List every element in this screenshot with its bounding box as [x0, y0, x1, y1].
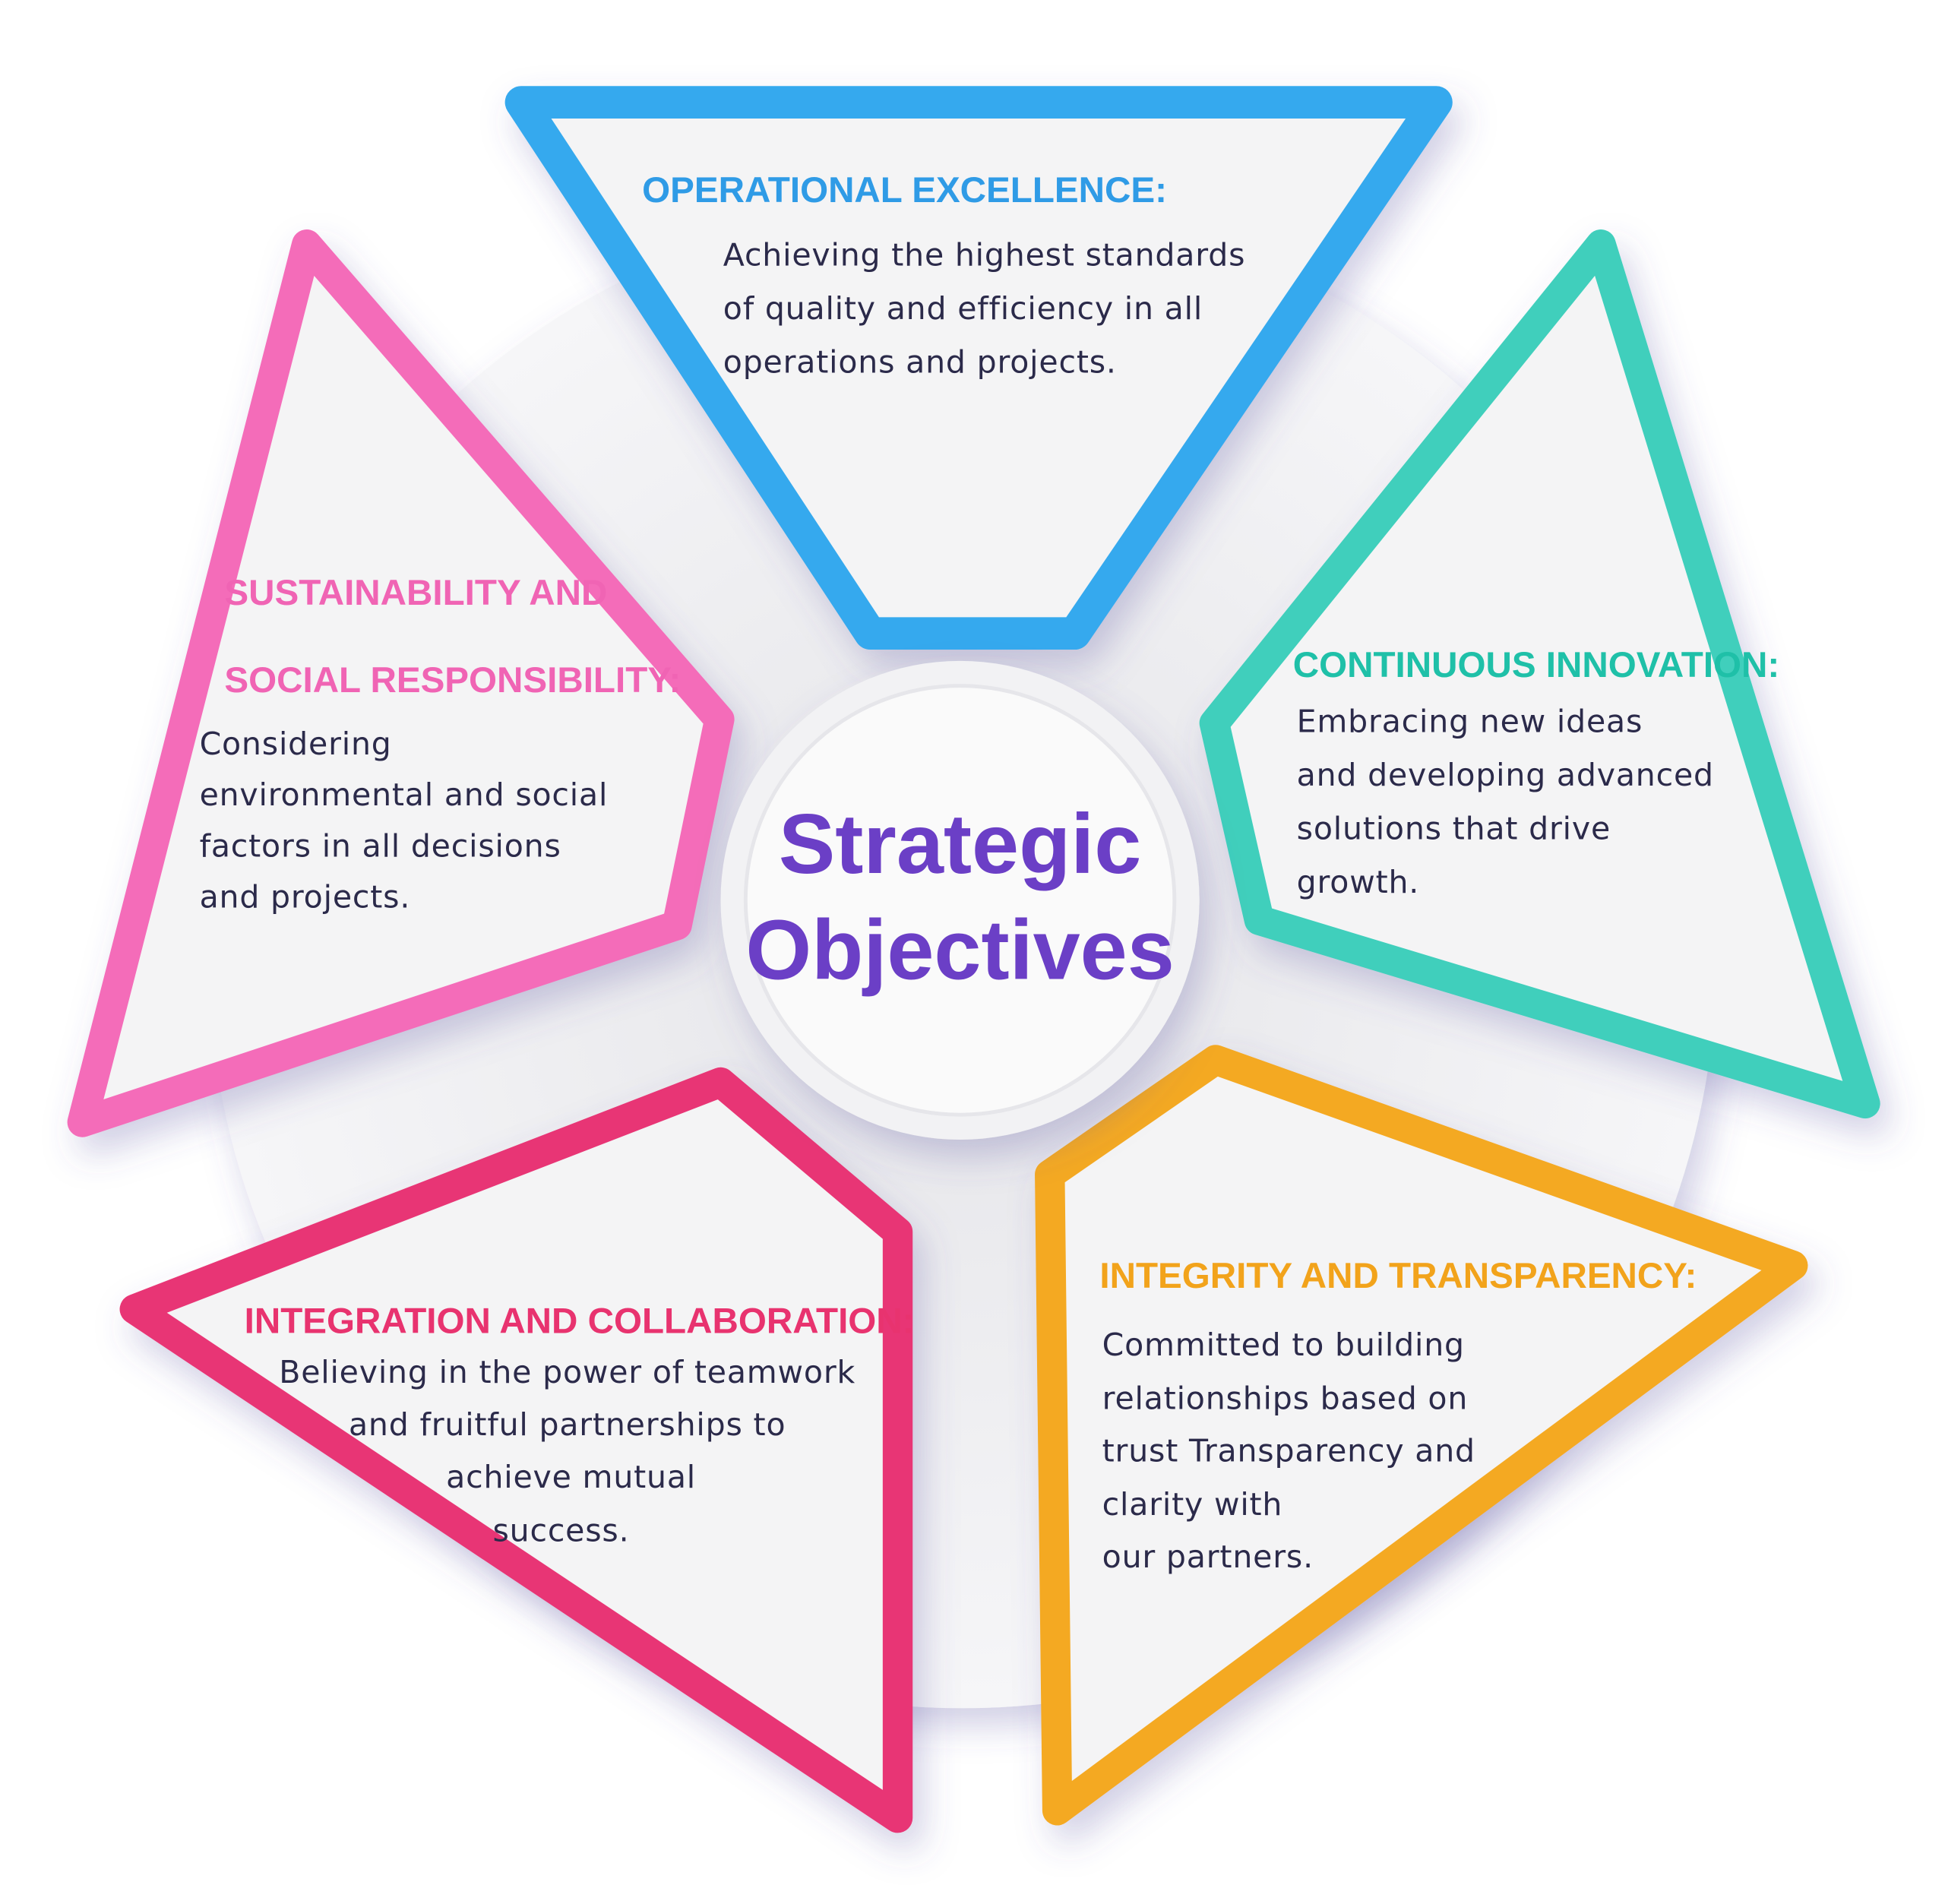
segment-text-line: relationships based on — [1102, 1380, 1468, 1416]
segment-title: INTEGRATION AND COLLABORATION: — [245, 1301, 915, 1341]
segment-text-line: Considering — [200, 726, 392, 762]
segment-text-line: Committed to building — [1102, 1327, 1465, 1363]
segment-title: CONTINUOUS INNOVATION: — [1293, 645, 1780, 685]
segment-text-line: Believing in the power of teamwork — [279, 1354, 855, 1390]
segment-operational-excellence — [504, 86, 1453, 650]
segment-integrity-transparency — [1035, 1045, 1808, 1826]
segment-text-line: trust Transparency and — [1102, 1432, 1475, 1469]
segment-text-line: of quality and efficiency in all — [723, 290, 1203, 327]
segment-text-line: Achieving the highest standards — [723, 237, 1245, 274]
segment-text-line: solutions that drive — [1297, 810, 1611, 846]
segment-text-line: achieve mutual — [446, 1459, 696, 1495]
segment-text-line: factors in all decisions — [200, 827, 561, 864]
segment-text-line: operations and projects. — [723, 344, 1117, 381]
segment-text-line: and projects. — [200, 879, 411, 916]
segment-title: SUSTAINABILITY AND — [224, 573, 607, 613]
segment-text-line: and developing advanced — [1297, 757, 1714, 793]
segment-title: INTEGRITY AND TRANSPARENCY: — [1099, 1256, 1697, 1296]
segment-text-line: success. — [492, 1512, 629, 1548]
center-title-line2: Objectives — [745, 902, 1174, 997]
segment-text-line: growth. — [1297, 864, 1420, 900]
segment-text-line: and fruitful partnerships to — [349, 1406, 786, 1443]
segment-title: SOCIAL RESPONSIBILITY: — [224, 660, 681, 701]
segment-continuous-innovation — [1199, 229, 1880, 1119]
segment-text-line: clarity with — [1102, 1486, 1283, 1523]
segment-text-line: Embracing new ideas — [1297, 703, 1643, 739]
center-title-line1: Strategic — [779, 796, 1141, 891]
segment-text-line: our partners. — [1102, 1539, 1314, 1575]
segment-integration-collaboration — [119, 1067, 913, 1833]
segment-text-line: environmental and social — [200, 776, 609, 813]
center-hub — [720, 660, 1200, 1140]
segment-sustainability — [67, 229, 735, 1137]
segment-title: OPERATIONAL EXCELLENCE: — [642, 170, 1167, 210]
